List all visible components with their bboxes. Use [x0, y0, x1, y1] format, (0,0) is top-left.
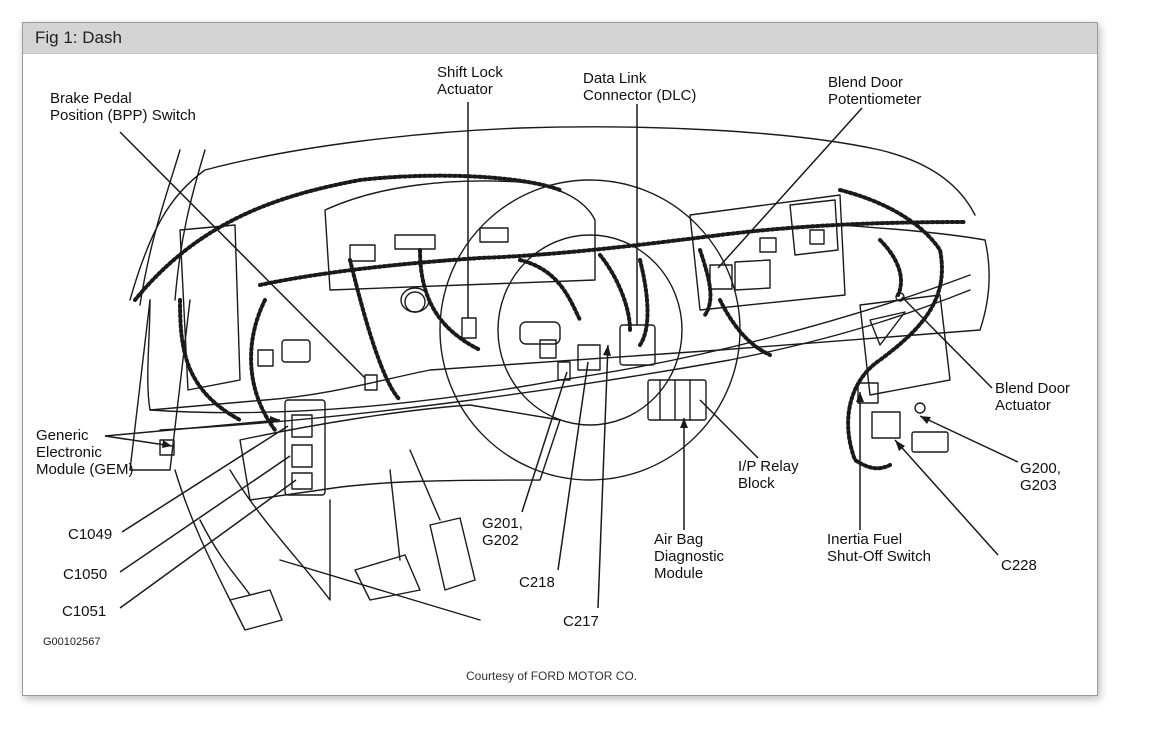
steering-harness [348, 248, 482, 402]
figure-title-bar: Fig 1: Dash [23, 23, 1097, 54]
courtesy-credit: Courtesy of FORD MOTOR CO. [466, 669, 638, 683]
label-line: Inertia Fuel [827, 531, 903, 548]
clutch-pedal [199, 519, 283, 631]
glove-box [859, 294, 951, 396]
windshield-pillar [139, 149, 206, 306]
label-line: Connector (DLC) [583, 87, 697, 104]
figure-title: Fig 1: Dash [35, 28, 122, 47]
label-line: G203 [1020, 477, 1057, 494]
inertia-switch [871, 411, 901, 439]
leader-c1050 [119, 455, 291, 573]
leader-ip-relay [699, 399, 759, 459]
label-c228: C228 [1001, 557, 1037, 574]
label-line: Block [738, 475, 775, 492]
leader-c1049 [121, 425, 289, 533]
steering-wheel-outer [439, 179, 741, 481]
leader-c1051 [119, 479, 297, 609]
label-g201-g202: G201, G202 [482, 515, 523, 549]
leader-c218 [557, 361, 589, 571]
label-blend-door-actuator: Blend Door Actuator [995, 380, 1070, 414]
ip-relay-block [647, 379, 707, 421]
dlc-connector [619, 324, 656, 366]
label-airbag-module: Air Bag Diagnostic Module [654, 531, 724, 582]
label-c1050: C1050 [63, 566, 108, 583]
label-gem: Generic Electronic Module (GEM) [36, 427, 134, 478]
label-line: G202 [482, 532, 519, 549]
cluster-hood [324, 180, 596, 291]
label-line: G200, [1020, 460, 1061, 477]
bpp-switch-connector [281, 339, 311, 363]
blend-door-pot [709, 264, 733, 290]
label-line: Generic [36, 427, 89, 444]
label-line: Potentiometer [828, 91, 922, 108]
g200-connector [911, 431, 949, 453]
label-line: Diagnostic [654, 548, 725, 565]
brake-pedal [354, 469, 421, 601]
left-harness-drop [178, 298, 277, 432]
label-g200-g203: G200, G203 [1020, 460, 1061, 494]
label-line: Shift Lock [437, 64, 503, 81]
gem-module [284, 399, 326, 496]
dash-top-outline [129, 126, 976, 301]
dash-lower-trim [159, 289, 971, 431]
dash-panel-outline [147, 224, 990, 411]
center-harness [518, 253, 650, 347]
knee-bolster [239, 404, 561, 501]
figure-frame: Fig 1: Dash [22, 22, 1098, 696]
label-blend-door-potentiometer: Blend Door Potentiometer [828, 74, 921, 108]
leader-g201 [521, 371, 568, 513]
label-line: Data Link [583, 70, 647, 87]
label-line: Module (GEM) [36, 461, 134, 478]
main-harness-top [133, 173, 562, 302]
accelerator-pedal [409, 449, 476, 591]
leader-c217 [597, 344, 609, 609]
leader-gem-b [104, 435, 173, 447]
label-line: Blend Door [995, 380, 1071, 397]
label-c1051: C1051 [62, 603, 107, 620]
label-line: Air Bag [654, 531, 704, 548]
label-c217: C217 [563, 613, 599, 630]
leader-blend-act [901, 296, 993, 389]
leader-bpp-switch [119, 131, 366, 379]
label-line: I/P Relay [738, 458, 799, 475]
label-line: Actuator [995, 397, 1051, 414]
leader-blend-pot [717, 107, 863, 269]
steering-wheel-inner [497, 234, 683, 426]
label-line: Shut-Off Switch [827, 548, 931, 565]
label-ip-relay-block: I/P Relay Block [738, 458, 799, 492]
leader-gem-a [104, 419, 281, 437]
label-inertia-switch: Inertia Fuel Shut-Off Switch [827, 531, 931, 565]
label-line: Actuator [437, 81, 493, 98]
label-line: Position (BPP) Switch [50, 107, 196, 124]
label-line: Electronic [36, 444, 102, 461]
main-harness-mid [258, 220, 967, 287]
label-shift-lock-actuator: Shift Lock Actuator [437, 64, 503, 98]
label-line: Brake Pedal [50, 90, 132, 107]
label-dlc: Data Link Connector (DLC) [583, 70, 696, 104]
label-line: Module [654, 565, 704, 582]
drawing-code: G00102567 [43, 636, 101, 648]
center-stack [689, 194, 846, 311]
label-line: Blend Door [828, 74, 904, 91]
leader-c228 [894, 439, 999, 556]
label-c1049: C1049 [68, 526, 113, 543]
label-c218: C218 [519, 574, 555, 591]
shift-lock-actuator [461, 317, 477, 339]
leader-g200 [919, 415, 1019, 463]
label-line: G201, [482, 515, 523, 532]
right-harness [838, 188, 944, 471]
label-bpp-switch: Brake Pedal Position (BPP) Switch [50, 90, 196, 124]
